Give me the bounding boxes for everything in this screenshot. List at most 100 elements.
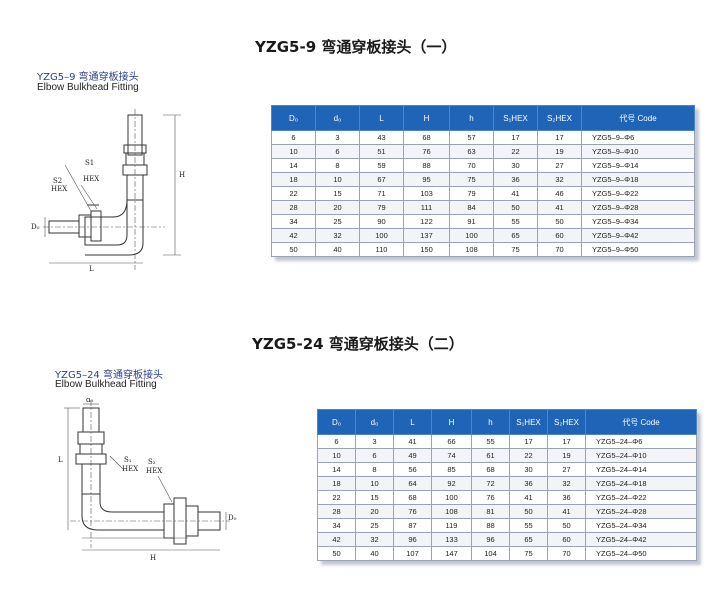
value-cell: 68: [393, 490, 432, 505]
drawing-label-d0: D₀: [31, 223, 40, 231]
value-cell: 14: [271, 158, 316, 173]
column-header: h: [471, 409, 510, 435]
code-cell: YZG5–9–Φ10: [581, 144, 695, 159]
column-header: 代号 Code: [581, 105, 695, 131]
value-cell: 70: [537, 242, 582, 257]
drawing-label-l: L: [58, 456, 63, 464]
value-cell: 147: [431, 546, 472, 561]
value-cell: 14: [317, 462, 356, 477]
value-cell: 75: [493, 242, 538, 257]
value-cell: 22: [493, 144, 538, 159]
value-cell: 20: [355, 504, 394, 519]
value-cell: 34: [271, 214, 316, 229]
value-cell: 32: [547, 476, 586, 491]
value-cell: 40: [355, 546, 394, 561]
value-cell: 27: [547, 462, 586, 477]
value-cell: 18: [271, 172, 316, 187]
value-cell: 32: [355, 532, 394, 547]
value-cell: 108: [431, 504, 472, 519]
value-cell: 57: [449, 130, 494, 145]
value-cell: 50: [509, 504, 548, 519]
code-cell: YZG5–24–Φ18: [585, 476, 697, 491]
value-cell: 36: [493, 172, 538, 187]
value-cell: 87: [393, 518, 432, 533]
value-cell: 96: [393, 532, 432, 547]
drawing-label-d: d₀: [86, 398, 93, 404]
value-cell: 68: [403, 130, 450, 145]
value-cell: 108: [449, 242, 494, 257]
value-cell: 50: [493, 200, 538, 215]
drawing-label-s2: S2: [53, 177, 62, 185]
value-cell: 72: [471, 476, 510, 491]
code-cell: YZG5–9–Φ6: [581, 130, 695, 145]
code-cell: YZG5–9–Φ18: [581, 172, 695, 187]
value-cell: 91: [449, 214, 494, 229]
value-cell: 50: [537, 214, 582, 229]
value-cell: 34: [317, 518, 356, 533]
value-cell: 90: [359, 214, 404, 229]
value-cell: 65: [493, 228, 538, 243]
value-cell: 28: [271, 200, 316, 215]
column-header: d₀: [315, 105, 360, 131]
value-cell: 70: [547, 546, 586, 561]
drawing-label-d0: D₀: [228, 514, 237, 522]
value-cell: 22: [317, 490, 356, 505]
value-cell: 76: [403, 144, 450, 159]
value-cell: 79: [449, 186, 494, 201]
code-cell: YZG5–24–Φ14: [585, 462, 697, 477]
value-cell: 15: [355, 490, 394, 505]
value-cell: 32: [537, 172, 582, 187]
value-cell: 71: [359, 186, 404, 201]
value-cell: 25: [355, 518, 394, 533]
section-2-title: YZG5-24 弯通穿板接头（二）: [252, 335, 464, 353]
value-cell: 46: [537, 186, 582, 201]
elbow-fitting-drawing-1: S2 HEX S1 HEX D₀ L H: [31, 109, 185, 273]
value-cell: 63: [449, 144, 494, 159]
value-cell: 27: [537, 158, 582, 173]
column-header: d₀: [355, 409, 394, 435]
value-cell: 3: [355, 434, 394, 449]
drawing-label-s1: S₁: [124, 456, 132, 464]
value-cell: 6: [315, 144, 360, 159]
code-cell: YZG5–24–Φ6: [585, 434, 697, 449]
value-cell: 85: [431, 462, 472, 477]
value-cell: 17: [493, 130, 538, 145]
column-header: L: [359, 105, 404, 131]
section-2-caption-en: Elbow Bulkhead Fitting: [55, 379, 157, 390]
value-cell: 19: [547, 448, 586, 463]
value-cell: 150: [403, 242, 450, 257]
code-cell: YZG5–9–Φ28: [581, 200, 695, 215]
value-cell: 20: [315, 200, 360, 215]
value-cell: 8: [355, 462, 394, 477]
value-cell: 50: [547, 518, 586, 533]
value-cell: 28: [317, 504, 356, 519]
column-header: S₂HEX: [537, 105, 582, 131]
value-cell: 6: [317, 434, 356, 449]
value-cell: 49: [393, 448, 432, 463]
value-cell: 41: [393, 434, 432, 449]
value-cell: 74: [431, 448, 472, 463]
value-cell: 25: [315, 214, 360, 229]
value-cell: 68: [471, 462, 510, 477]
value-cell: 137: [403, 228, 450, 243]
value-cell: 133: [431, 532, 472, 547]
value-cell: 10: [317, 448, 356, 463]
value-cell: 119: [431, 518, 472, 533]
value-cell: 6: [271, 130, 316, 145]
value-cell: 81: [471, 504, 510, 519]
value-cell: 100: [449, 228, 494, 243]
drawing-label-hex2: HEX: [51, 185, 67, 193]
